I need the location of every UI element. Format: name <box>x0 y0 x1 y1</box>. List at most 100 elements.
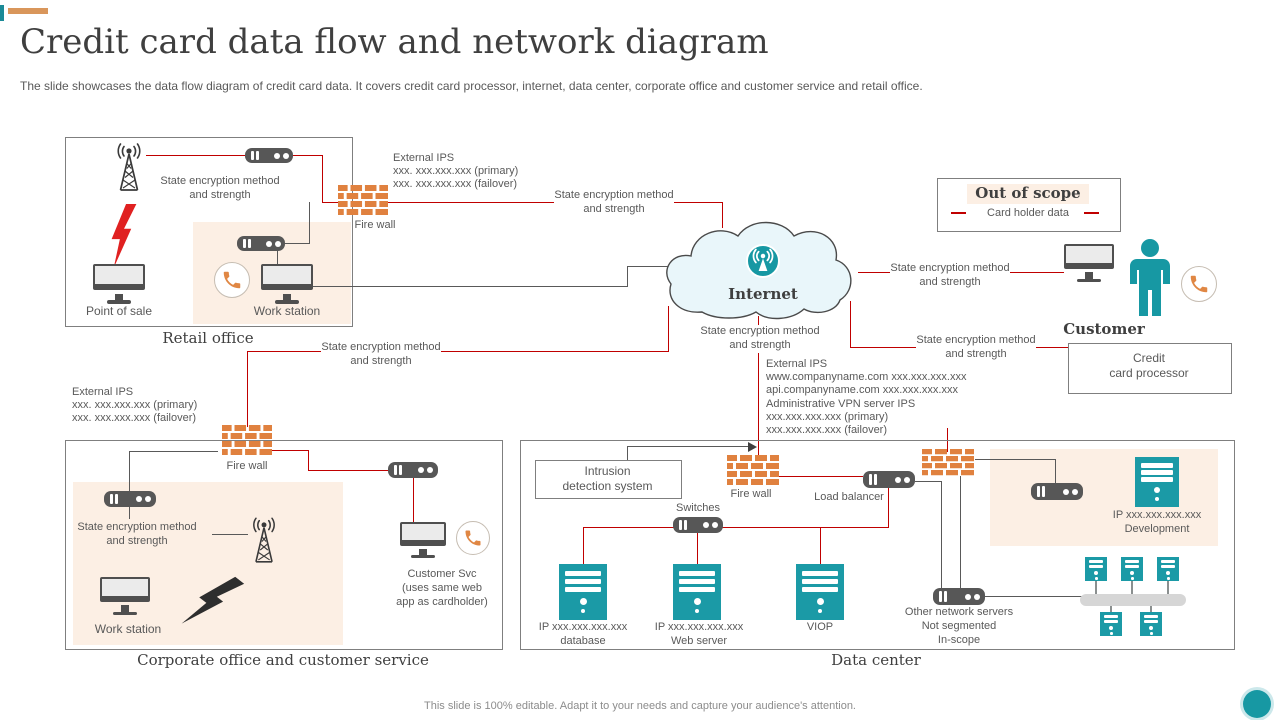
out-of-scope-body: Card holder data <box>987 207 1069 219</box>
web-server-label: IP xxx.xxx.xxx.xxx Web server <box>645 621 753 649</box>
other-servers-line: In-scope <box>937 633 981 646</box>
viop-label: VIOP <box>806 621 834 633</box>
external-ips-line: www.companyname.com xxx.xxx.xxx.xxx <box>766 371 967 384</box>
work-station-label: Work station <box>253 304 321 318</box>
datacenter-peach-panel <box>990 449 1218 546</box>
connector <box>247 351 668 352</box>
external-ips-left-block: External IPS xxx. xxx.xxx.xxx (primary) … <box>72 386 232 426</box>
small-server-icon <box>1140 612 1162 636</box>
page-title: Credit card data flow and network diagra… <box>20 22 769 62</box>
connector <box>985 596 1082 597</box>
point-of-sale-monitor-icon <box>93 264 145 304</box>
connector <box>627 266 628 287</box>
processor-line: card processor <box>1109 366 1189 380</box>
connector <box>212 534 248 535</box>
small-server-icon <box>1157 557 1179 581</box>
customer-monitor-icon <box>1064 244 1114 282</box>
phone-icon <box>1181 266 1217 302</box>
internet-signal-icon <box>746 244 780 278</box>
database-line: IP xxx.xxx.xxx.xxx <box>538 621 628 633</box>
small-server-icon <box>1121 557 1143 581</box>
connector <box>285 243 309 244</box>
connector <box>583 527 889 528</box>
data-center-box <box>520 440 1235 650</box>
connector <box>293 155 323 156</box>
database-server-icon <box>559 564 607 620</box>
connector <box>413 477 414 524</box>
red-dash <box>1084 212 1099 214</box>
external-ips-line: xxx. xxx.xxx.xxx (failover) <box>393 178 518 191</box>
teal-dot-badge <box>1243 690 1271 718</box>
connector <box>915 481 942 482</box>
development-server-icon <box>1135 457 1179 507</box>
external-ips-line: External IPS <box>766 358 828 370</box>
connector <box>1055 459 1056 484</box>
external-ips-line: xxx. xxx.xxx.xxx (primary) <box>393 165 519 178</box>
connector <box>1110 606 1112 613</box>
other-network-servers-label: Other network servers Not segmented In-s… <box>898 606 1020 647</box>
other-servers-line: Not segmented <box>921 619 997 632</box>
arrowhead-icon <box>748 441 757 452</box>
firewall-icon <box>922 449 974 476</box>
connector <box>146 155 245 156</box>
development-line: IP xxx.xxx.xxx.xxx <box>1112 509 1202 521</box>
connector <box>722 202 723 228</box>
out-of-scope-title: Out of scope <box>975 184 1081 202</box>
fire-wall-label: Fire wall <box>226 460 268 472</box>
credit-card-processor-label: Credit card processor <box>1068 351 1230 381</box>
connector <box>129 451 218 452</box>
external-ips-block: External IPS xxx. xxx.xxx.xxx (primary) … <box>393 152 553 192</box>
switches-label: Switches <box>675 502 721 514</box>
ids-line: Intrusion <box>584 464 631 478</box>
connector <box>960 476 961 590</box>
network-bus-bar <box>1080 594 1186 606</box>
connector <box>129 451 130 519</box>
connector <box>268 450 308 451</box>
phone-icon <box>214 262 250 298</box>
database-line: database <box>560 634 606 647</box>
work-station-monitor-icon <box>100 577 150 615</box>
other-servers-line: Other network servers <box>904 606 1014 618</box>
state-encryption-label: State encryption method and strength <box>77 521 197 547</box>
point-of-sale-label: Point of sale <box>85 304 153 318</box>
connector <box>888 488 889 528</box>
state-encryption-label: State encryption method and strength <box>700 325 820 353</box>
work-station-label: Work station <box>94 622 162 636</box>
state-encryption-label: State encryption method and strength <box>890 262 1010 290</box>
router-icon <box>245 148 293 163</box>
connector <box>309 202 310 244</box>
intrusion-detection-box <box>535 460 682 499</box>
external-ips-line: Administrative VPN server IPS <box>766 397 916 410</box>
connector <box>850 301 851 348</box>
small-server-icon <box>1100 612 1122 636</box>
data-center-title: Data center <box>831 651 921 669</box>
load-balancer-icon <box>863 471 915 488</box>
teal-accent-bar <box>0 5 4 21</box>
external-ips-line: External IPS <box>393 152 455 164</box>
credit-card-processor-box <box>1068 343 1232 394</box>
connector <box>1167 580 1169 594</box>
connector <box>627 266 675 267</box>
footer-note: This slide is 100% editable. Adapt it to… <box>424 700 856 712</box>
out-of-scope-highlight <box>967 184 1089 204</box>
connector <box>1150 606 1152 613</box>
router-icon <box>237 236 285 251</box>
external-ips-line: api.companyname.com xxx.xxx.xxx.xxx <box>766 384 958 397</box>
fire-wall-label: Fire wall <box>354 219 396 231</box>
state-encryption-label: State encryption method and strength <box>916 334 1036 362</box>
corporate-peach-panel <box>73 482 343 645</box>
router-icon <box>388 462 438 478</box>
external-ips-line: xxx. xxx.xxx.xxx (primary) <box>72 399 198 412</box>
red-dash <box>951 212 966 214</box>
work-station-monitor-icon <box>261 264 313 304</box>
connector <box>697 533 698 565</box>
fire-wall-label: Fire wall <box>730 488 772 500</box>
viop-server-icon <box>796 564 844 620</box>
firewall-icon <box>727 455 779 485</box>
database-label: IP xxx.xxx.xxx.xxx database <box>531 621 635 649</box>
connector <box>820 528 821 565</box>
antenna-tower-icon <box>117 143 141 191</box>
router-icon <box>104 491 156 507</box>
lightning-bolt-icon <box>181 576 245 624</box>
